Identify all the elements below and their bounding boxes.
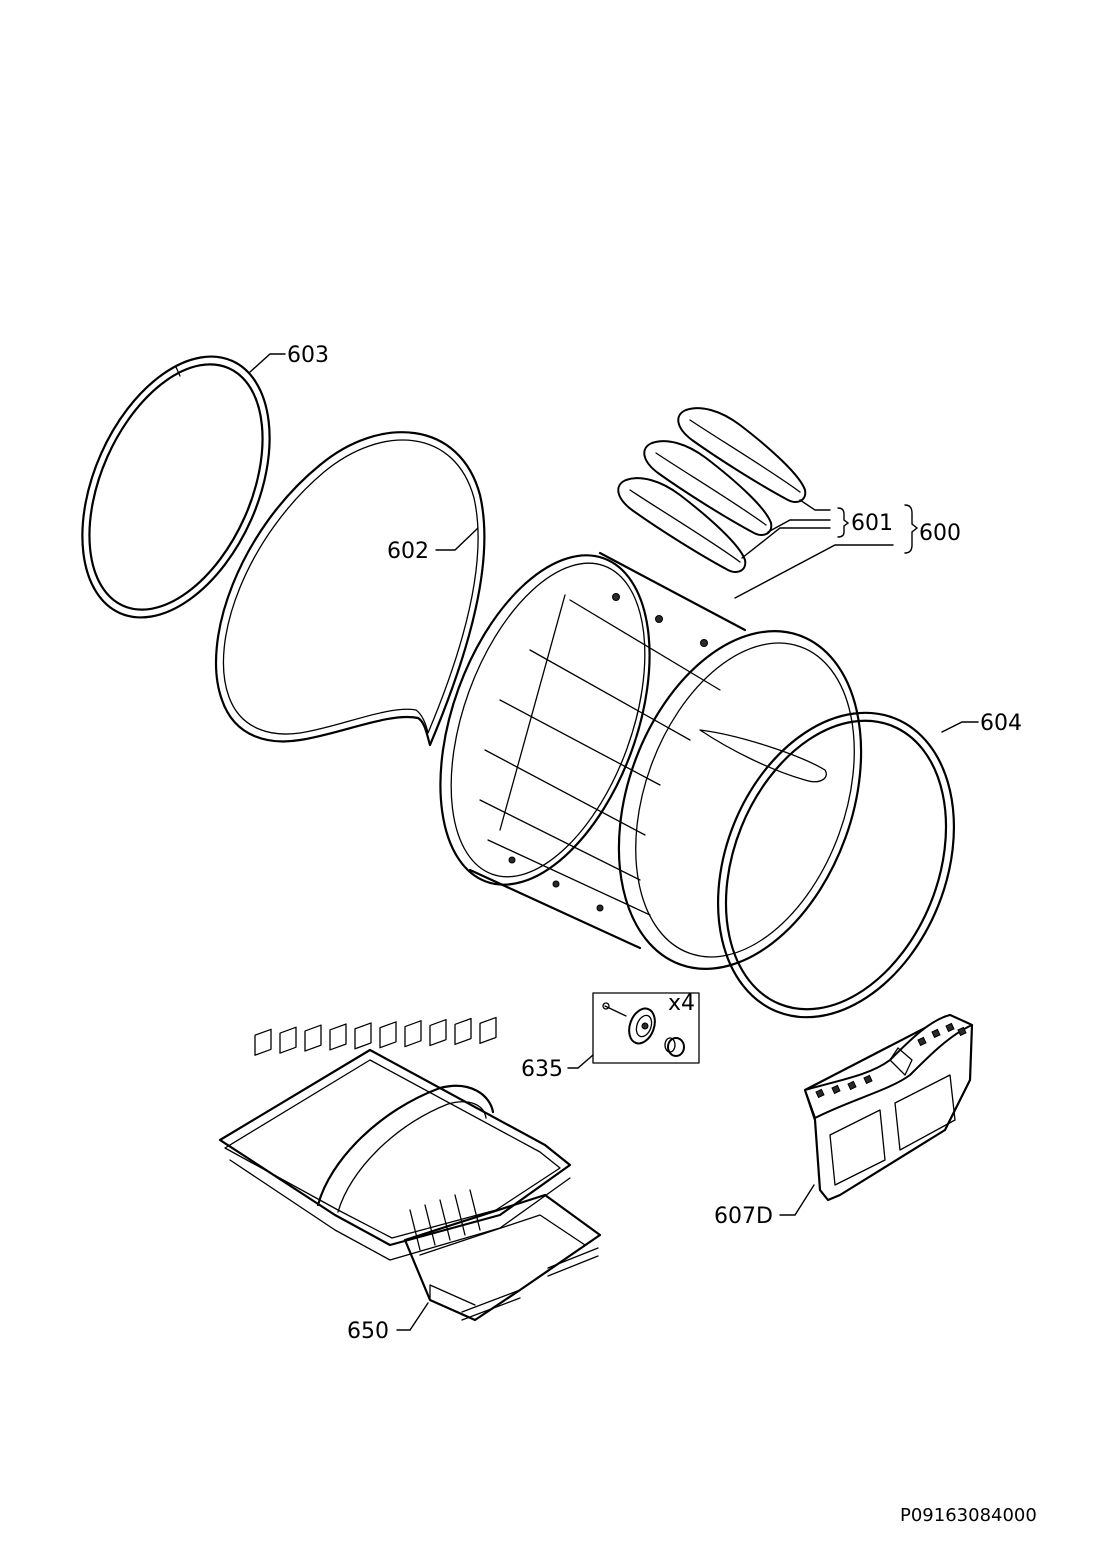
part-607D-lint-filter — [803, 1013, 974, 1202]
label-607D: 607D — [714, 1204, 773, 1229]
leader-604: 604 — [941, 711, 1022, 736]
label-635: 635 — [521, 1057, 563, 1082]
label-650: 650 — [347, 1319, 389, 1344]
leader-603: 603 — [249, 343, 329, 373]
leader-601: 601 — [741, 499, 893, 559]
leader-600: 600 — [734, 504, 961, 599]
label-604: 604 — [980, 711, 1022, 736]
part-650-drying-rack — [218, 1016, 602, 1322]
part-604-rear-seal — [716, 711, 956, 1019]
leader-650: 650 — [347, 1302, 429, 1344]
label-600: 600 — [919, 521, 961, 546]
part-602-drive-belt — [214, 431, 486, 747]
part-601-paddles — [617, 407, 807, 573]
leader-602: 602 — [387, 527, 479, 564]
leader-635: 635 — [521, 1054, 594, 1082]
part-635-roller-kit: x4 — [592, 991, 700, 1064]
drawing-code: P09163084000 — [900, 1505, 1037, 1526]
label-601: 601 — [851, 511, 893, 536]
part-603-seal-ring — [81, 355, 271, 619]
part-600-drum — [439, 551, 863, 970]
label-635-qty: x4 — [668, 991, 695, 1016]
label-602: 602 — [387, 539, 429, 564]
leader-607D: 607D — [714, 1184, 815, 1229]
label-603: 603 — [287, 343, 329, 368]
